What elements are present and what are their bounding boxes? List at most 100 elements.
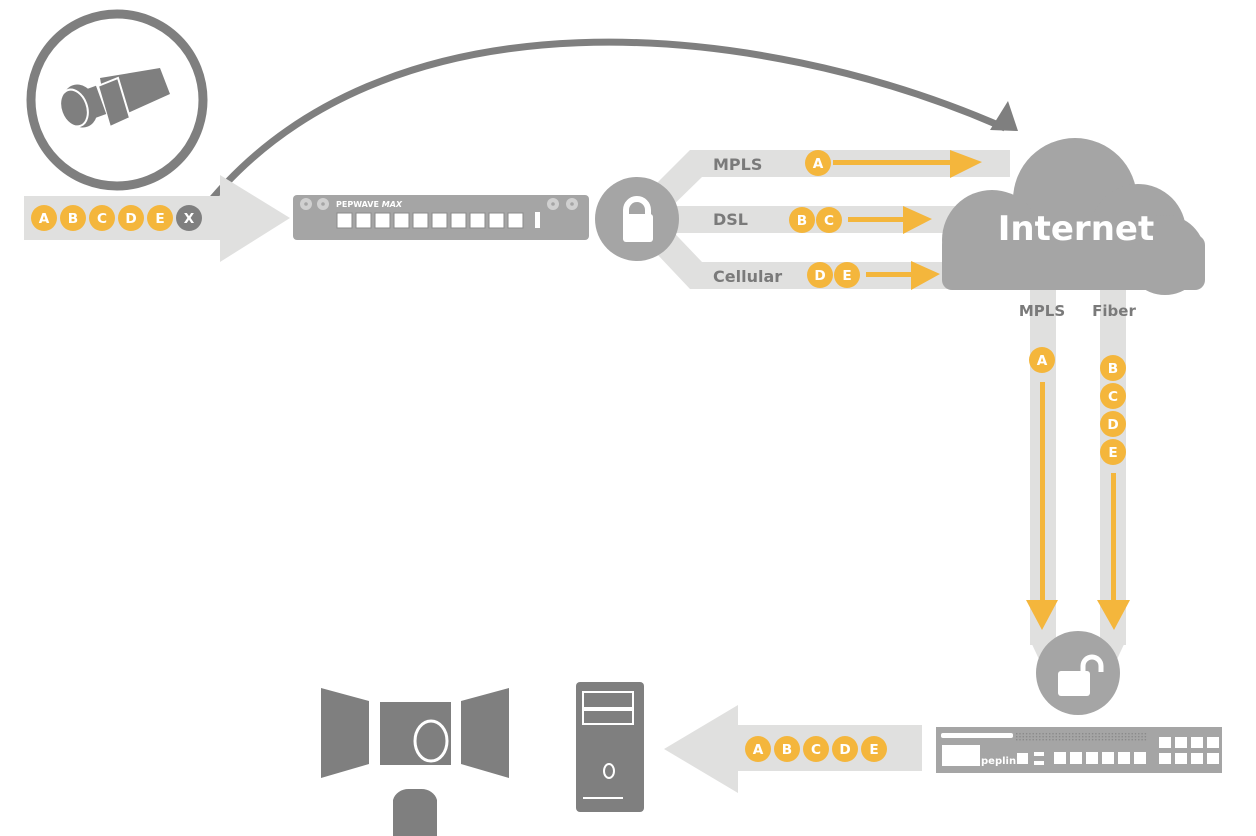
wan-label-cellular: Cellular — [713, 267, 782, 286]
ethernet-port — [1034, 752, 1044, 756]
packet-letter: E — [842, 268, 851, 284]
packet-e: E — [147, 205, 173, 231]
packet-a: A — [745, 736, 771, 762]
packet-letter: A — [39, 211, 50, 227]
ethernet-port — [1175, 737, 1187, 748]
mpls-down-shaft — [1040, 382, 1045, 604]
ethernet-port — [431, 212, 448, 229]
lost-packet-arrowhead — [990, 101, 1018, 131]
packet-c: C — [803, 736, 829, 762]
dsl-arrowhead — [903, 206, 932, 234]
packet-letter: B — [68, 211, 78, 227]
packet-letter: D — [1107, 417, 1118, 433]
ethernet-port — [1034, 761, 1044, 765]
lock-closed-icon — [623, 196, 653, 242]
ethernet-port — [1175, 753, 1187, 764]
hq-label-fiber: Fiber — [1092, 302, 1136, 320]
packet-letter: A — [753, 742, 764, 758]
ethernet-port — [1191, 737, 1203, 748]
ethernet-port — [507, 212, 524, 229]
ethernet-port — [1102, 752, 1114, 764]
ethernet-ports — [1017, 737, 1219, 765]
encryption-node — [595, 177, 679, 261]
lock-open-icon — [1058, 654, 1104, 696]
packet-letter: D — [839, 742, 850, 758]
packet-letter: A — [813, 156, 824, 172]
packet-c: C — [89, 205, 115, 231]
packet-c: C — [1100, 383, 1126, 409]
decryption-node — [1036, 631, 1120, 715]
dsl-arrow-shaft — [848, 217, 906, 222]
monitoring-station-icon — [321, 688, 509, 836]
ethernet-port — [412, 212, 429, 229]
packet-e: E — [834, 262, 860, 288]
packet-a: A — [1029, 347, 1055, 373]
packet-letter: X — [184, 211, 195, 227]
ethernet-port — [1017, 753, 1028, 764]
mpls-arrowhead — [950, 150, 982, 178]
hq-label-mpls: MPLS — [1019, 302, 1065, 320]
wan-label-mpls: MPLS — [713, 155, 762, 174]
ethernet-port — [1118, 752, 1130, 764]
packet-letter: E — [1108, 445, 1117, 461]
internet-cloud: Internet — [942, 138, 1205, 295]
camera-node — [26, 9, 208, 191]
ethernet-port — [336, 212, 353, 229]
mpls-arrow-shaft — [833, 160, 953, 165]
console-port — [535, 212, 540, 228]
ethernet-port — [374, 212, 391, 229]
fiber-down-arrowhead — [1097, 600, 1130, 630]
packet-d: D — [807, 262, 833, 288]
packet-letter: C — [811, 742, 821, 758]
packet-letter: C — [97, 211, 107, 227]
ethernet-port — [1159, 737, 1171, 748]
peplink-device: peplink — [936, 727, 1222, 773]
packet-b: B — [774, 736, 800, 762]
packet-letter: E — [155, 211, 164, 227]
ethernet-ports — [336, 212, 540, 229]
device-brand: PEPWAVE MAX — [336, 200, 403, 209]
ethernet-port — [488, 212, 505, 229]
left-monitor — [321, 688, 369, 778]
packet-b: B — [60, 205, 86, 231]
ethernet-port — [1159, 753, 1171, 764]
packet-d: D — [1100, 411, 1126, 437]
ethernet-port — [450, 212, 467, 229]
packet-c: C — [816, 207, 842, 233]
server-icon — [576, 682, 644, 812]
packet-e: E — [861, 736, 887, 762]
pepwave-max-device: PEPWAVE MAX — [293, 195, 589, 240]
packet-letter: E — [869, 742, 878, 758]
ethernet-port — [355, 212, 372, 229]
mpls-down-arrowhead — [1026, 600, 1058, 630]
ethernet-port — [1207, 737, 1219, 748]
cloud-label: Internet — [998, 209, 1154, 249]
ethernet-port — [1191, 753, 1203, 764]
lost-packet-path — [197, 38, 1007, 217]
ethernet-port — [1070, 752, 1082, 764]
lost-packet-x: X — [176, 205, 202, 231]
fiber-down-shaft — [1111, 473, 1116, 604]
display-panel — [942, 745, 980, 766]
cellular-arrowhead — [911, 261, 940, 290]
packet-a: A — [31, 205, 57, 231]
ethernet-port — [1207, 753, 1219, 764]
packet-letter: B — [1108, 361, 1118, 377]
packet-letter: D — [814, 268, 825, 284]
packet-letter: A — [1037, 353, 1048, 369]
packet-e: E — [1100, 439, 1126, 465]
user-head — [413, 719, 449, 763]
packet-letter: B — [797, 213, 807, 229]
packet-letter: C — [1108, 389, 1118, 405]
packet-d: D — [832, 736, 858, 762]
ethernet-port — [393, 212, 410, 229]
packet-a: A — [805, 150, 831, 176]
camera-circle — [26, 9, 208, 191]
wan-flow-arrows — [833, 150, 982, 290]
camera-icon — [59, 68, 170, 129]
